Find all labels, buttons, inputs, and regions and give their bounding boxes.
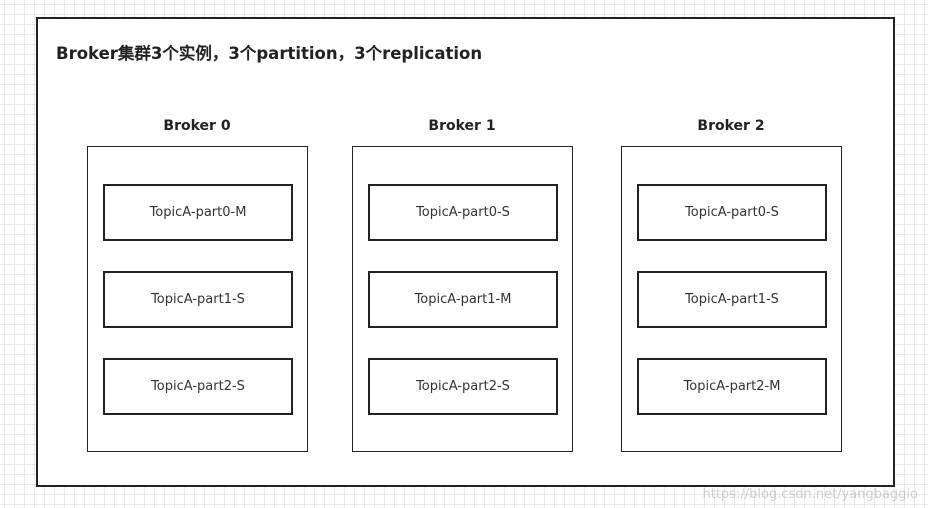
diagram-title: Broker集群3个实例，3个partition，3个replication — [56, 44, 483, 63]
broker-1-partition-1: TopicA-part1-M — [368, 271, 558, 328]
broker-0-partition-2: TopicA-part2-S — [103, 358, 293, 415]
broker-0-partition-0: TopicA-part0-M — [103, 184, 293, 241]
broker-1-partition-2: TopicA-part2-S — [368, 358, 558, 415]
broker-2-partition-2: TopicA-part2-M — [637, 358, 827, 415]
broker-1-partition-0: TopicA-part0-S — [368, 184, 558, 241]
broker-2-box: TopicA-part0-S TopicA-part1-S TopicA-par… — [621, 146, 842, 452]
broker-0-partition-1: TopicA-part1-S — [103, 271, 293, 328]
broker-2-label: Broker 2 — [697, 118, 765, 134]
broker-0-box: TopicA-part0-M TopicA-part1-S TopicA-par… — [87, 146, 308, 452]
watermark-text: https://blog.csdn.net/yangbaggio — [702, 487, 919, 502]
broker-2-partition-0: TopicA-part0-S — [637, 184, 827, 241]
broker-0-label: Broker 0 — [163, 118, 231, 134]
broker-1-label: Broker 1 — [428, 118, 496, 134]
broker-1-box: TopicA-part0-S TopicA-part1-M TopicA-par… — [352, 146, 573, 452]
broker-2-partition-1: TopicA-part1-S — [637, 271, 827, 328]
